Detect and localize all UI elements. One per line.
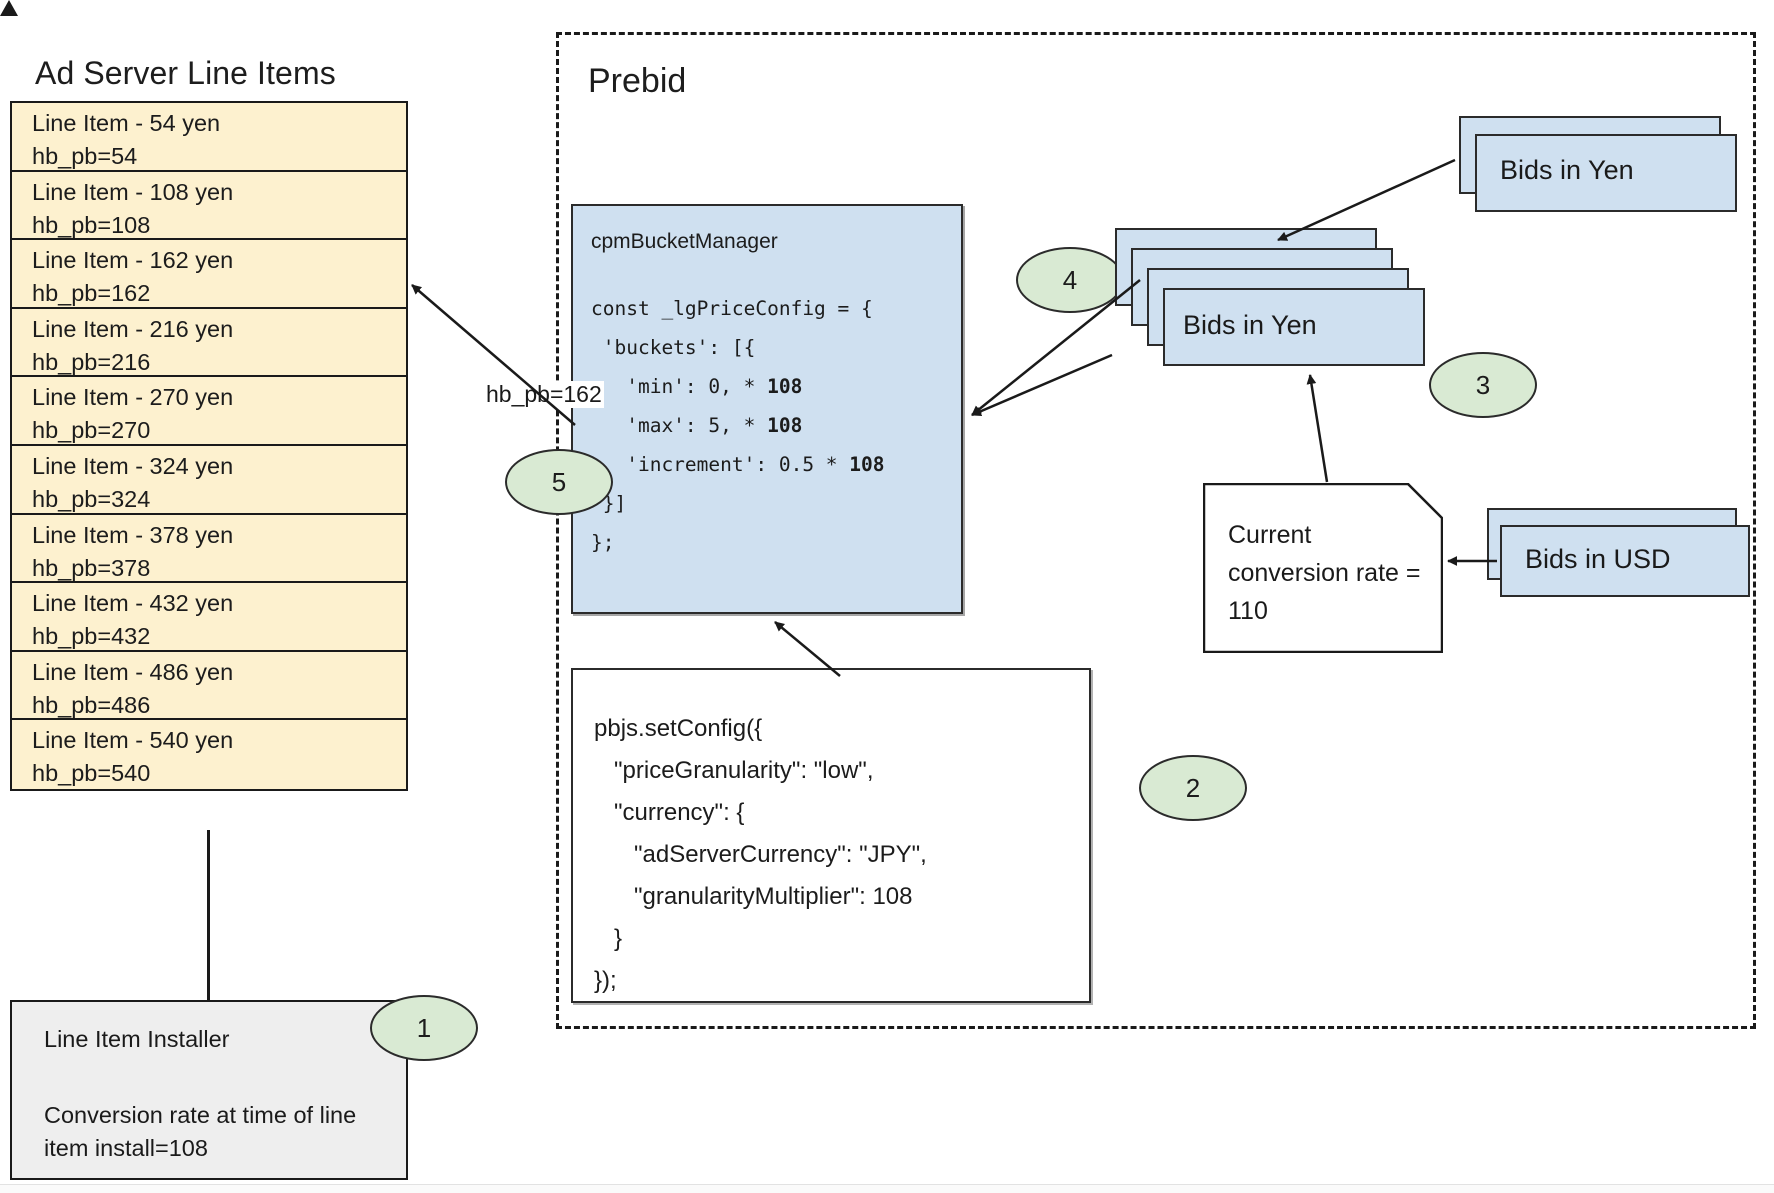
bids-in-usd-layer-2 xyxy=(1500,525,1750,597)
line-item-name: Line Item - 540 yen xyxy=(32,727,234,754)
line-item-name: Line Item - 432 yen xyxy=(32,590,234,617)
badge-1: 1 xyxy=(370,995,478,1061)
line-item-row: Line Item - 486 yen hb_pb=486 xyxy=(12,652,406,721)
installer-arrow-shaft xyxy=(207,830,210,1000)
line-item-name: Line Item - 486 yen xyxy=(32,658,234,685)
line-item-row: Line Item - 162 yen hb_pb=162 xyxy=(12,240,406,309)
line-item-installer-note: Conversion rate at time of line item ins… xyxy=(44,1102,357,1161)
bids-in-yen-stack-layer-4 xyxy=(1163,288,1425,366)
set-config-box xyxy=(571,668,1091,1003)
prebid-title: Prebid xyxy=(588,62,687,100)
hb-pb-edge-label: hb_pb=162 xyxy=(484,381,604,408)
line-item-key: hb_pb=540 xyxy=(32,760,151,787)
cpm-bucket-manager-code: const _lgPriceConfig = { 'buckets': [{ '… xyxy=(591,297,885,554)
installer-arrow-head xyxy=(0,0,18,16)
line-item-key: hb_pb=432 xyxy=(32,623,151,650)
line-item-row: Line Item - 54 yen hb_pb=54 xyxy=(12,103,406,172)
line-item-row: Line Item - 108 yen hb_pb=108 xyxy=(12,172,406,241)
bids-in-yen-top-label: Bids in Yen xyxy=(1500,155,1634,185)
line-item-key: hb_pb=270 xyxy=(32,417,151,444)
line-item-name: Line Item - 54 yen xyxy=(32,110,221,136)
line-item-row: Line Item - 432 yen hb_pb=432 xyxy=(12,583,406,652)
line-item-key: hb_pb=378 xyxy=(32,554,151,581)
line-item-key: hb_pb=486 xyxy=(32,691,151,718)
prebid-container xyxy=(556,32,1756,1029)
bids-in-yen-stack-label: Bids in Yen xyxy=(1183,310,1317,340)
ad-server-line-items-title: Ad Server Line Items xyxy=(35,55,336,91)
badge-4: 4 xyxy=(1016,247,1124,313)
bids-in-yen-top-layer-2 xyxy=(1475,134,1737,212)
line-item-name: Line Item - 216 yen xyxy=(32,315,234,342)
line-item-key: hb_pb=108 xyxy=(32,211,151,238)
cpm-bucket-manager-box xyxy=(571,204,963,614)
line-item-row: Line Item - 378 yen hb_pb=378 xyxy=(12,515,406,584)
line-item-key: hb_pb=54 xyxy=(32,143,138,169)
line-item-name: Line Item - 324 yen xyxy=(32,452,234,479)
cpm-bucket-manager-label: cpmBucketManager xyxy=(591,230,778,253)
line-item-key: hb_pb=162 xyxy=(32,280,151,307)
line-item-name: Line Item - 378 yen xyxy=(32,521,234,548)
badge-5: 5 xyxy=(505,449,613,515)
line-item-key: hb_pb=324 xyxy=(32,485,151,512)
line-item-installer-title: Line Item Installer xyxy=(44,1026,230,1052)
conversion-rate-note-text: Current conversion rate = 110 xyxy=(1228,521,1421,625)
line-item-row: Line Item - 270 yen hb_pb=270 xyxy=(12,377,406,446)
line-item-key: hb_pb=216 xyxy=(32,348,151,375)
set-config-code: pbjs.setConfig({ "priceGranularity": "lo… xyxy=(594,715,927,994)
line-item-name: Line Item - 108 yen xyxy=(32,178,234,205)
bottom-edge xyxy=(0,1184,1774,1193)
line-item-name: Line Item - 270 yen xyxy=(32,384,234,411)
bids-in-usd-label: Bids in USD xyxy=(1525,544,1671,574)
conversion-rate-note-shape xyxy=(1203,483,1443,653)
line-item-row: Line Item - 216 yen hb_pb=216 xyxy=(12,309,406,378)
line-item-name: Line Item - 162 yen xyxy=(32,247,234,274)
line-item-row: Line Item - 324 yen hb_pb=324 xyxy=(12,446,406,515)
badge-3: 3 xyxy=(1429,352,1537,418)
badge-2: 2 xyxy=(1139,755,1247,821)
line-item-installer-box: Line Item Installer Conversion rate at t… xyxy=(10,1000,408,1180)
line-item-row: Line Item - 540 yen hb_pb=540 xyxy=(12,720,406,789)
